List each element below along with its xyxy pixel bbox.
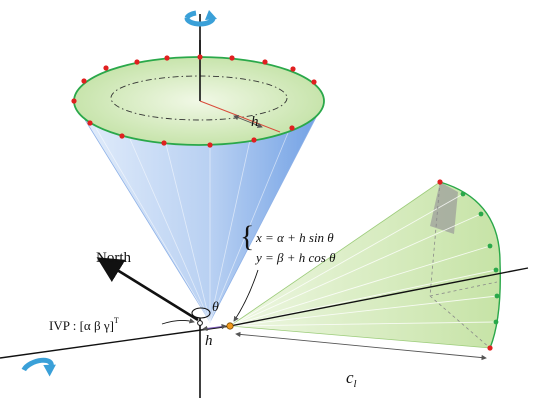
ivp-origin-point xyxy=(197,320,203,326)
rotate-arrow-icon xyxy=(184,10,217,27)
disk-rim-markers xyxy=(71,54,317,148)
cl-dimension-arrow xyxy=(235,331,487,361)
cone-rays xyxy=(95,127,291,323)
north-arrow xyxy=(96,257,199,322)
h-dimension-arrow-bottom xyxy=(202,323,227,332)
h-label-bottom: h xyxy=(205,333,213,349)
fan-sector xyxy=(228,181,501,349)
offset-origin-point xyxy=(226,322,234,330)
inner-dashdot-ellipse xyxy=(110,75,288,121)
h-dimension-arrow-top xyxy=(233,115,263,128)
h-label-top: h xyxy=(251,114,259,130)
ivp-label: IVP : [α β γ]T xyxy=(49,316,119,333)
ivp-leader-arrow xyxy=(161,318,195,325)
equation-brace: { xyxy=(240,220,254,253)
equation-leader-arrow xyxy=(233,269,259,322)
theta-angle-arc xyxy=(191,307,211,319)
equation-x: x = α + h sin θ xyxy=(255,230,334,245)
cl-label: cl xyxy=(346,368,357,390)
rotate-arrow-icon xyxy=(21,357,56,377)
theta-label: θ xyxy=(212,300,219,315)
fan-red-markers xyxy=(437,179,493,351)
fan-green-markers xyxy=(460,191,500,325)
horizontal-axis-left xyxy=(0,325,231,359)
north-label: North xyxy=(96,250,131,266)
horizontal-axis-right xyxy=(229,267,529,327)
fan-gray-facet xyxy=(430,182,458,234)
equation-y: y = β + h cos θ xyxy=(254,250,336,265)
fan-arc xyxy=(439,181,501,349)
